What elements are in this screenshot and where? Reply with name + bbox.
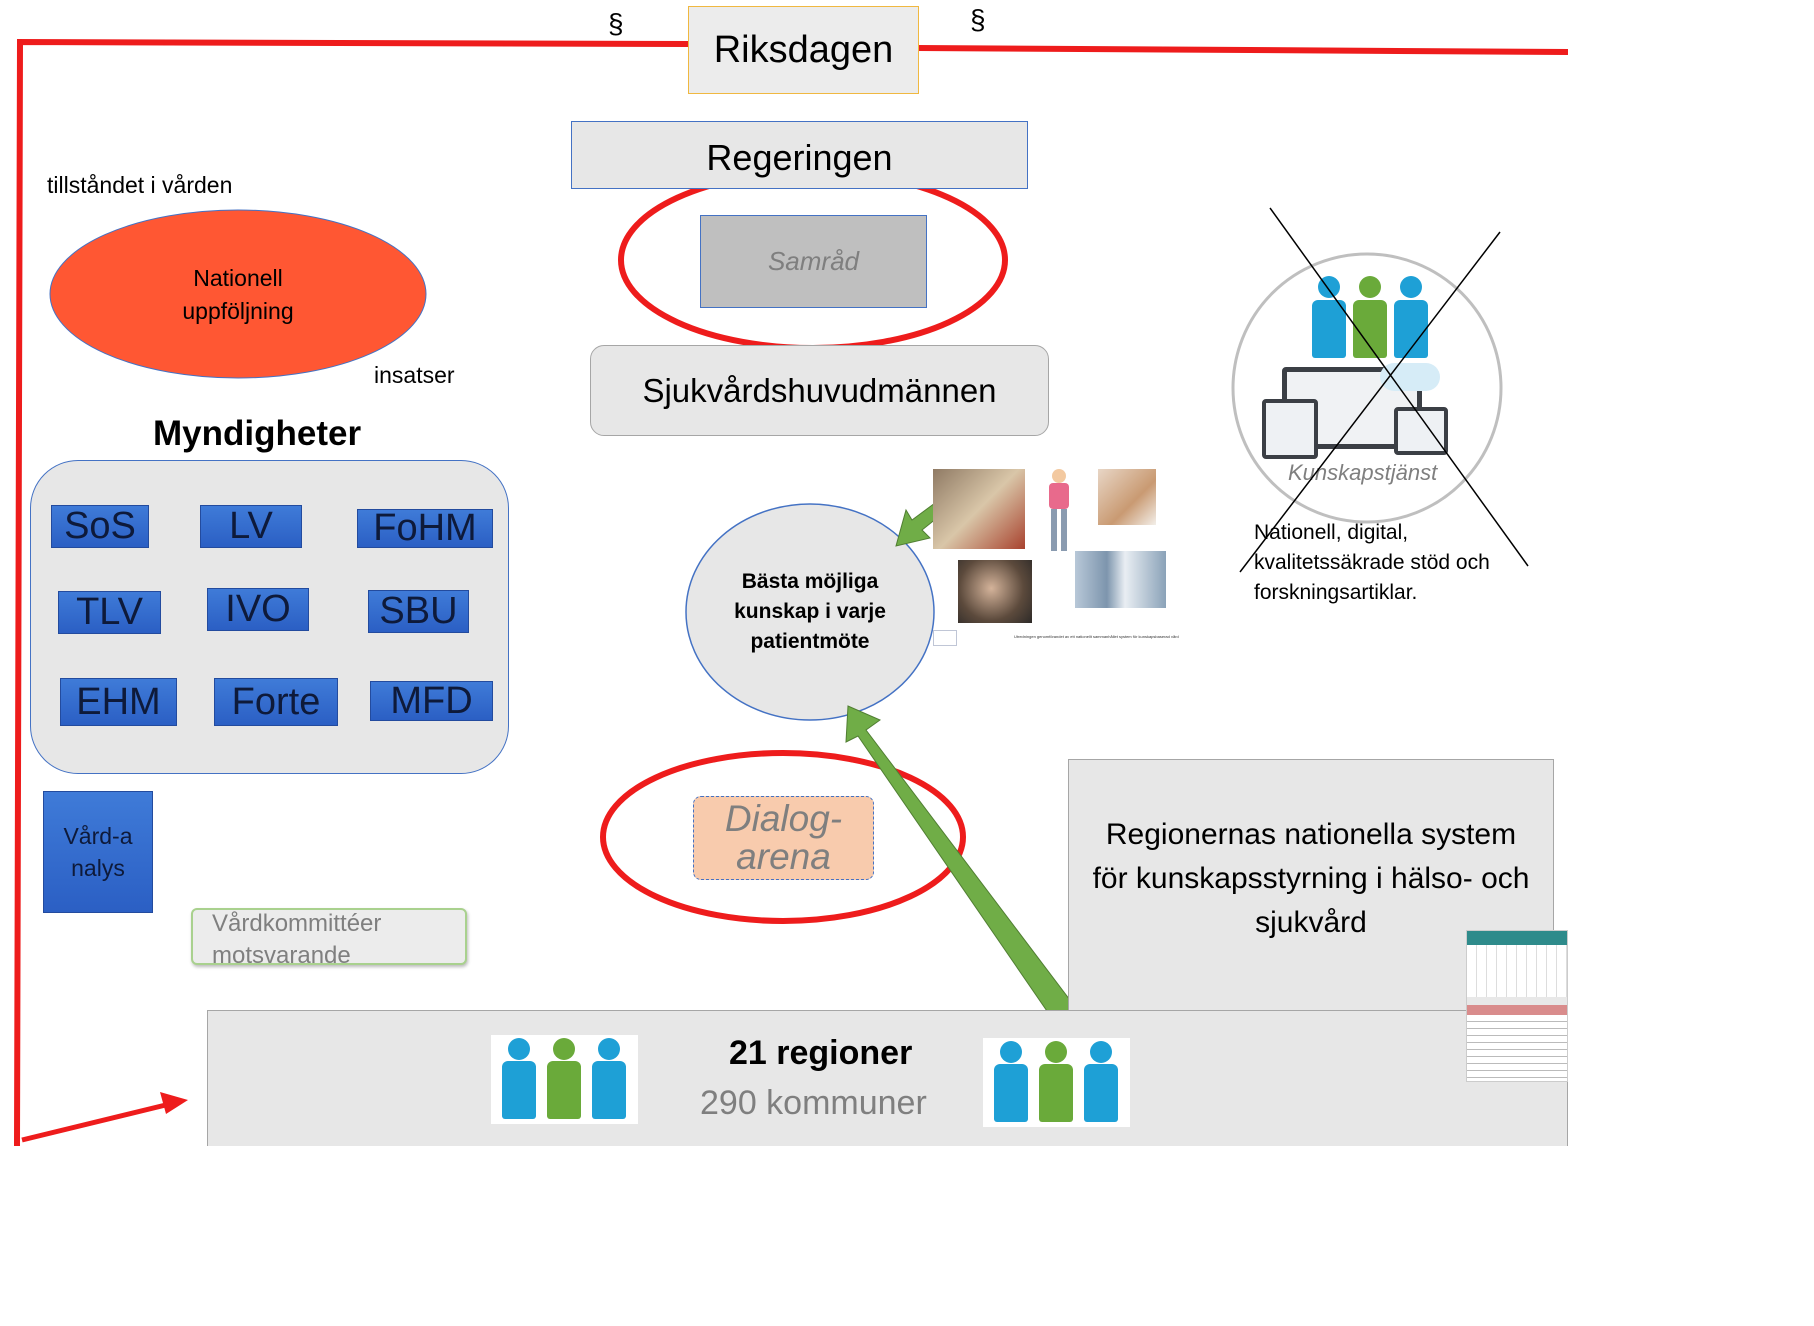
dialog-arena-label: Dialog-arena (724, 798, 843, 877)
vardanalys-label: Vård-analys (63, 823, 133, 881)
gov-logo (933, 630, 957, 646)
photo-child-cartoon (1044, 469, 1074, 555)
agency-mfd: MFD (370, 680, 493, 722)
agency-ivo: IVO (207, 588, 309, 631)
utredning-caption: Utredningen genomförandet av ett natione… (1014, 634, 1179, 639)
kommuner-label: 290 kommuner (700, 1084, 927, 1122)
uppfoljning-label: Nationell uppföljning (182, 265, 294, 324)
agency-sos: SoS (51, 505, 149, 548)
red-frame-left (14, 38, 689, 1146)
vardkommitteer-label: Vårdkommittéer motsvarande (212, 910, 382, 965)
regeringen-box: Regeringen (571, 121, 1028, 189)
uppfoljning-ellipse (49, 209, 427, 379)
myndigheter-heading: Myndigheter (153, 414, 362, 453)
samrad-box: Samråd (700, 215, 927, 308)
agency-lv: LV (200, 505, 302, 548)
red-arrowhead-left (160, 1092, 188, 1114)
cross-out (1239, 207, 1529, 573)
basta-circle (685, 503, 935, 721)
kunskapstjanst-description: Nationell, digital, kvalitetssäkrade stö… (1254, 521, 1490, 604)
section-sign-left: § (608, 8, 624, 39)
green-arrow-big (845, 705, 1083, 1031)
regeringen-label: Regeringen (706, 137, 893, 178)
dialog-ellipse (600, 750, 966, 924)
regioner-box (207, 1010, 1568, 1146)
regioner-label: 21 regioner (729, 1034, 913, 1072)
people-icon-left (491, 1035, 638, 1124)
photo-elderly-woman (958, 560, 1032, 623)
people-icon-right (983, 1038, 1130, 1127)
dialog-arena-box: Dialog-arena (693, 796, 874, 880)
photo-child-vaccination (1098, 469, 1156, 525)
vardanalys-box: Vård-analys (43, 791, 153, 913)
riksdagen-label: Riksdagen (713, 28, 894, 71)
insatser-label: insatser (374, 362, 455, 388)
devices-icon (1262, 363, 1448, 459)
regionernas-box: Regionernas nationella system för kunska… (1068, 759, 1554, 1035)
agency-tlv: TLV (58, 591, 161, 634)
agency-sbu: SBU (368, 590, 469, 633)
vardkommitteer-box: Vårdkommittéer motsvarande (191, 908, 467, 965)
kunskapstjanst-label: Kunskapstjänst (1288, 460, 1438, 485)
photo-patient-dialysis (933, 469, 1025, 549)
sjukvardshuvudmannen-label: Sjukvårdshuvudmännen (642, 371, 997, 409)
basta-label: Bästa möjliga kunskap i varje patientmöt… (734, 570, 886, 653)
agency-fohm: FoHM (357, 507, 493, 549)
riksdagen-box: Riksdagen (688, 6, 919, 94)
section-sign-right: § (970, 4, 986, 35)
red-arrow-left (21, 1099, 179, 1143)
agency-ehm: EHM (60, 678, 177, 726)
sjukvardshuvudmannen-box: Sjukvårdshuvudmännen (590, 345, 1049, 436)
agency-forte: Forte (214, 678, 338, 726)
red-frame-right (917, 45, 1568, 55)
regionernas-label: Regionernas nationella system för kunska… (1092, 818, 1530, 939)
photo-care-staff (1075, 551, 1166, 608)
tillstandet-label: tillståndet i vården (47, 172, 233, 198)
npo-table-thumbnail (1466, 930, 1568, 1082)
samrad-label: Samråd (767, 246, 860, 276)
